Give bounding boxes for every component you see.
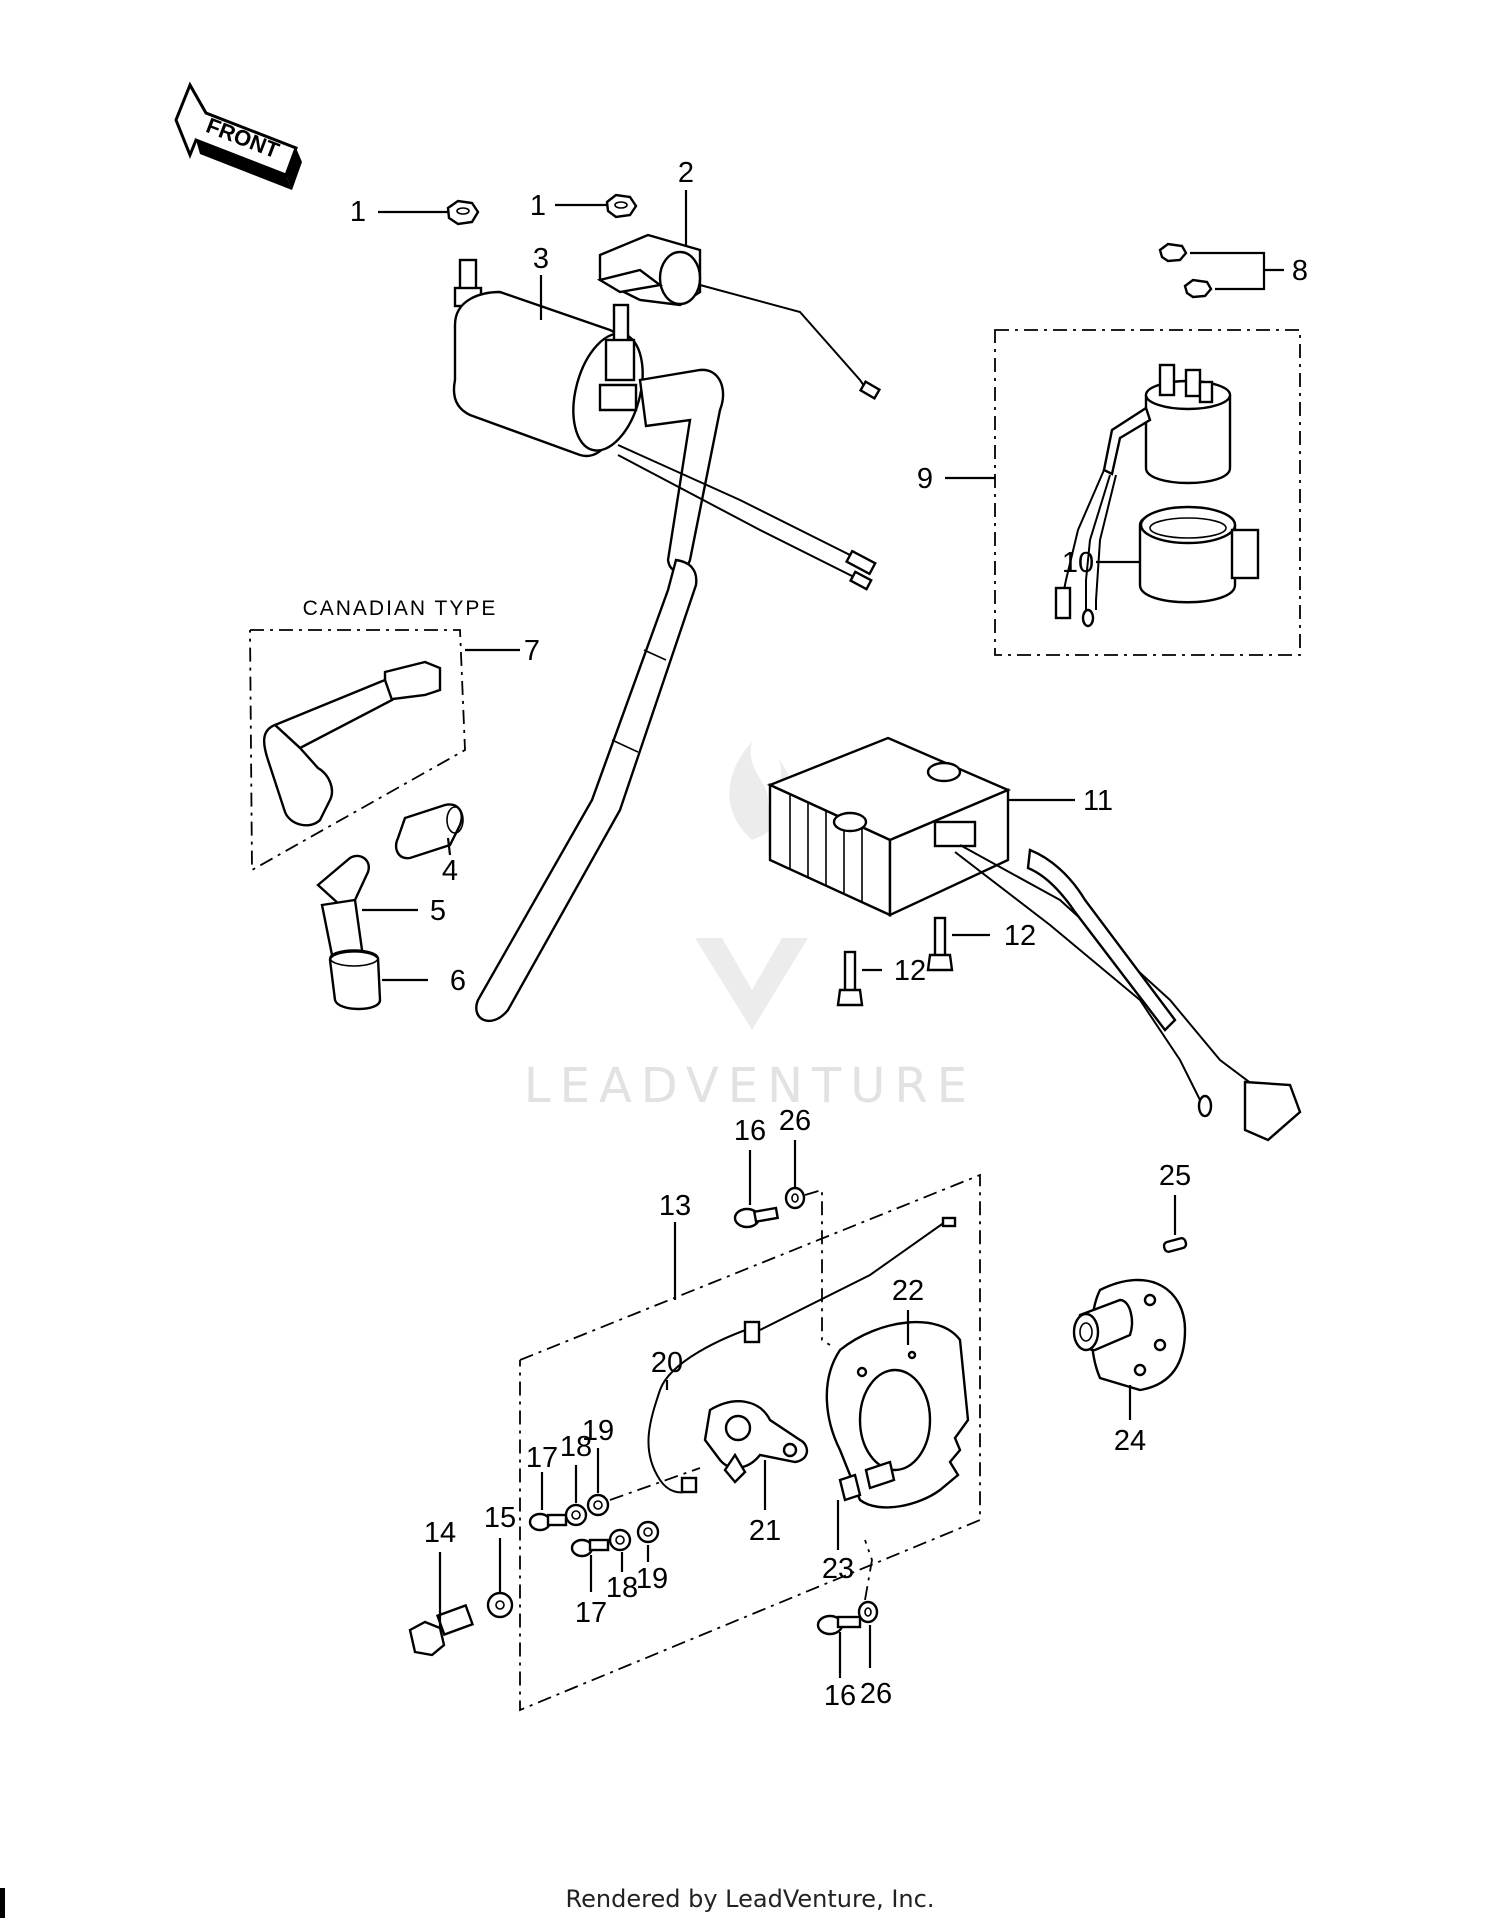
callout-15: 15: [484, 1502, 516, 1534]
washer-26b: [857, 1600, 879, 1624]
footer-credit: Rendered by LeadVenture, Inc.: [566, 1885, 935, 1913]
breaker-assembly-box: [519, 1173, 981, 1712]
v-logo-icon: [695, 938, 808, 1030]
callout-18b: 18: [606, 1572, 638, 1604]
condenser-2: [596, 233, 882, 400]
screw-17a: [528, 1512, 568, 1532]
screw-12b: [836, 950, 864, 1007]
washer-18b: [608, 1528, 632, 1552]
nuts-8: [1158, 242, 1213, 299]
callout-10: 10: [1062, 547, 1094, 579]
callout-4: 4: [442, 855, 458, 887]
callout-7: 7: [524, 635, 540, 667]
screw-17b: [570, 1538, 610, 1558]
callout-22: 22: [892, 1275, 924, 1307]
callout-1a: 1: [350, 196, 366, 228]
screw-12a: [926, 916, 954, 972]
callout-12b: 12: [894, 955, 926, 987]
ignition-coil-3: [452, 258, 877, 591]
high-tension-lead: [475, 558, 698, 1022]
bolt-14: [408, 1603, 475, 1657]
starter-relay-9: [1054, 363, 1232, 628]
washer-18a: [564, 1503, 588, 1527]
spark-plug-cap-7: [262, 660, 442, 827]
pin-25: [1162, 1237, 1188, 1253]
callout-13: 13: [659, 1190, 691, 1222]
callout-26b: 26: [860, 1678, 892, 1710]
callout-6: 6: [450, 965, 466, 997]
watermark-text: LEADVENTURE: [524, 1058, 976, 1114]
callout-25: 25: [1159, 1160, 1191, 1192]
callout-2: 2: [678, 157, 694, 189]
felt-23: [838, 1460, 896, 1502]
regulator-rectifier-11: [766, 736, 1302, 1142]
callout-26a: 26: [779, 1105, 811, 1137]
screw-16a: [733, 1206, 780, 1229]
callout-19b: 19: [636, 1563, 668, 1595]
callout-17b: 17: [575, 1597, 607, 1629]
lead-wire-20: [647, 1216, 957, 1494]
callout-19a: 19: [582, 1415, 614, 1447]
callout-21: 21: [749, 1515, 781, 1547]
canadian-type-title: CANADIAN TYPE: [303, 597, 498, 620]
contact-breaker-21: [703, 1400, 809, 1484]
callout-12a: 12: [1004, 920, 1036, 952]
seal-4: [394, 803, 464, 860]
nut-1b: [605, 193, 638, 219]
callout-18a: 18: [560, 1431, 592, 1463]
washer-19b: [636, 1520, 660, 1544]
callout-5: 5: [430, 895, 446, 927]
callout-23: 23: [822, 1553, 854, 1585]
callout-16b: 16: [824, 1680, 856, 1712]
rubber-10: [1138, 505, 1260, 604]
washer-19a: [586, 1493, 610, 1517]
callout-24: 24: [1114, 1425, 1146, 1457]
callout-20: 20: [651, 1347, 683, 1379]
plug-cap-5: [316, 854, 370, 963]
canadian-type-box: CANADIAN TYPE: [249, 597, 498, 872]
starter-relay-box: [994, 329, 1301, 656]
washer-26a: [784, 1186, 806, 1210]
left-edge-mark: [0, 1888, 5, 1918]
cover-6: [328, 949, 382, 1011]
callout-1b: 1: [530, 190, 546, 222]
screw-16b: [816, 1614, 862, 1636]
timing-advancer-24: [1072, 1278, 1187, 1392]
callout-16a: 16: [734, 1115, 766, 1147]
callout-14: 14: [424, 1517, 456, 1549]
callout-8: 8: [1292, 255, 1308, 287]
callout-17a: 17: [526, 1442, 558, 1474]
nut-1a: [446, 199, 480, 226]
callout-11: 11: [1083, 785, 1113, 817]
washer-15: [486, 1591, 514, 1619]
callout-9: 9: [917, 463, 933, 495]
front-arrow: FRONT: [174, 81, 302, 190]
breaker-plate-22: [825, 1320, 970, 1509]
callout-3: 3: [533, 243, 549, 275]
